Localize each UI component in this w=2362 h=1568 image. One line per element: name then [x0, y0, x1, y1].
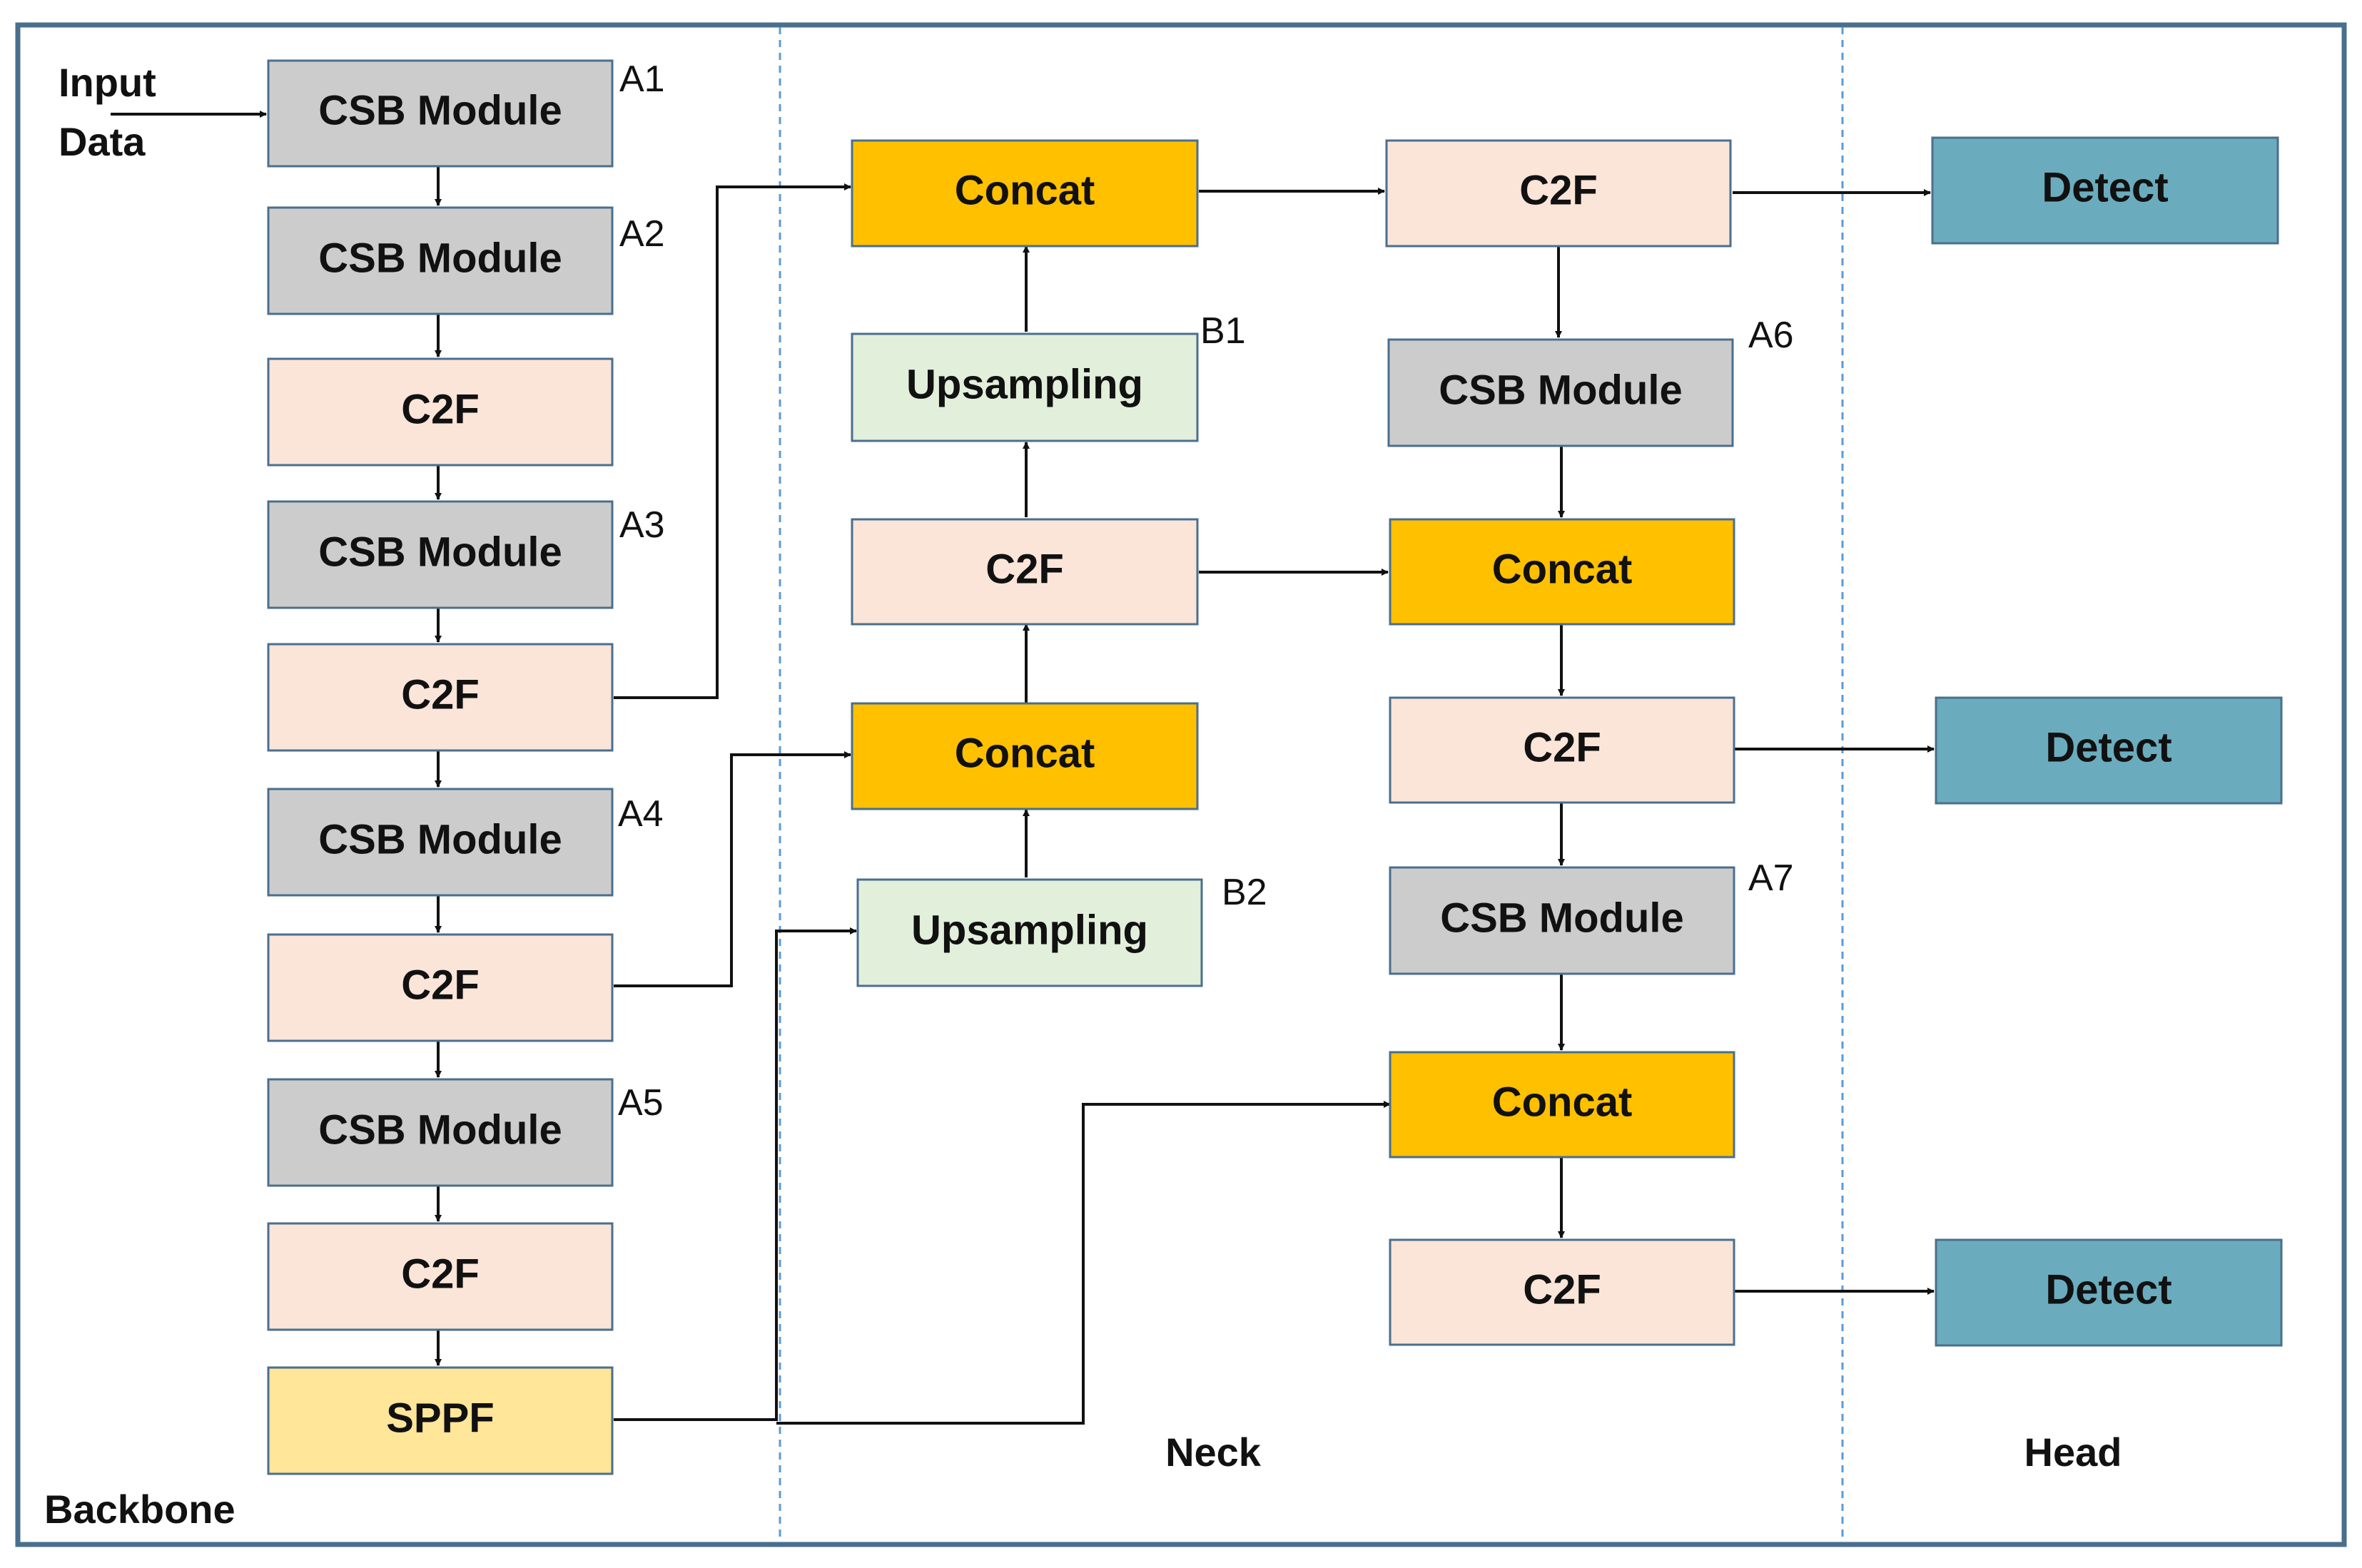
nk-c2f: C2F: [851, 518, 1199, 626]
bb-c2f-4: C2F: [267, 1222, 614, 1331]
tag-a6: A6: [1748, 315, 1794, 356]
tag-a4: A4: [618, 793, 664, 835]
block-label: C2F: [401, 386, 480, 432]
block-label: CSB Module: [318, 816, 562, 862]
block-label: Detect: [2042, 164, 2168, 210]
tag-a2: A2: [619, 213, 665, 255]
hd-csb-module-6: CSB Module: [1387, 338, 1734, 447]
block-label: Detect: [2045, 724, 2171, 770]
tag-a7: A7: [1748, 857, 1794, 899]
detect-3: Detect: [1935, 1238, 2283, 1347]
block-label: C2F: [401, 1251, 480, 1297]
skip-c2f3-to-concat2: [614, 751, 851, 987]
tag-a5: A5: [618, 1082, 664, 1124]
block-label: SPPF: [386, 1395, 495, 1441]
bb-csb-module-2: CSB Module: [267, 206, 614, 315]
nk-concat-2: Concat: [851, 702, 1199, 810]
bb-c2f-3: C2F: [267, 933, 614, 1042]
hd-c2f-3: C2F: [1389, 1238, 1735, 1346]
nk-upsampling-2: Upsampling: [856, 878, 1203, 987]
tag-a3: A3: [619, 504, 665, 546]
block-label: Concat: [955, 167, 1095, 213]
block-label: CSB Module: [318, 529, 562, 575]
block-label: Concat: [1492, 1079, 1633, 1125]
block-label: Upsampling: [911, 907, 1148, 953]
backbone-column: CSB Module CSB Module C2F CSB Module C2F…: [267, 59, 614, 1475]
hd-concat-4: Concat: [1389, 1051, 1735, 1159]
bb-csb-module-4: CSB Module: [267, 788, 614, 897]
hd-concat-3: Concat: [1389, 518, 1735, 626]
head-column: C2F CSB Module Concat C2F CSB Module Con…: [1385, 136, 2283, 1347]
block-label: Upsampling: [906, 361, 1143, 407]
block-label: C2F: [401, 671, 480, 718]
block-label: CSB Module: [318, 1106, 562, 1153]
bb-sppf: SPPF: [267, 1366, 614, 1475]
detect-1: Detect: [1931, 136, 2279, 245]
bb-csb-module-1: CSB Module: [267, 59, 614, 168]
neck-column: Concat Upsampling C2F Concat Upsampling: [851, 139, 1203, 987]
head-label: Head: [2024, 1430, 2122, 1475]
tag-b1: B1: [1200, 310, 1246, 352]
hd-c2f-2: C2F: [1389, 696, 1735, 804]
block-label: CSB Module: [318, 87, 562, 133]
block-label: C2F: [1519, 167, 1598, 213]
skip-c2f2-to-concat1: [614, 183, 851, 699]
detect-2: Detect: [1935, 696, 2283, 805]
nk-upsampling-1: Upsampling: [851, 332, 1199, 442]
bb-c2f-1: C2F: [267, 357, 614, 467]
block-label: CSB Module: [1440, 895, 1684, 941]
block-label: Concat: [1492, 546, 1633, 592]
block-label: C2F: [985, 546, 1064, 592]
input-label-line1: Input: [59, 60, 156, 105]
backbone-label: Backbone: [44, 1487, 235, 1532]
hd-c2f-1: C2F: [1385, 139, 1732, 248]
bb-csb-module-5: CSB Module: [267, 1078, 614, 1187]
block-label: Concat: [955, 730, 1095, 776]
skip-sppf-to-up2: [614, 927, 857, 1421]
block-label: C2F: [401, 962, 480, 1008]
hd-csb-module-7: CSB Module: [1389, 866, 1735, 975]
block-label: C2F: [1523, 724, 1601, 770]
tag-b2: B2: [1222, 872, 1267, 913]
tag-a1: A1: [619, 58, 665, 100]
block-label: Detect: [2045, 1266, 2171, 1313]
block-label: CSB Module: [1439, 367, 1683, 413]
bb-c2f-2: C2F: [267, 643, 614, 752]
bb-csb-module-3: CSB Module: [267, 500, 614, 609]
nk-concat-1: Concat: [851, 139, 1199, 248]
skip-sppf-to-concat4: [776, 1101, 1391, 1425]
neck-label: Neck: [1165, 1430, 1262, 1475]
input-label-line2: Data: [59, 119, 146, 164]
block-label: CSB Module: [318, 235, 562, 281]
block-label: C2F: [1523, 1266, 1601, 1313]
